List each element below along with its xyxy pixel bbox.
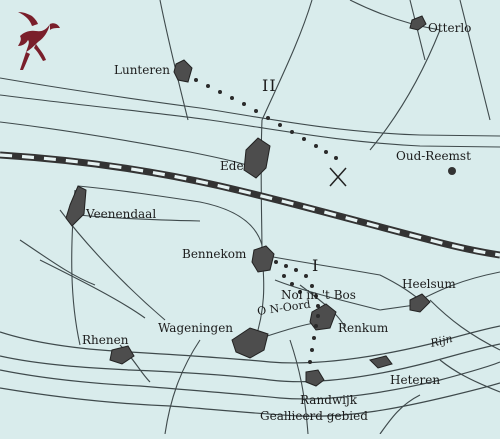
town-heelsum-shape [409, 293, 431, 313]
town-lunteren-shape [173, 59, 193, 83]
town-label-rhenen: Rhenen [82, 333, 129, 347]
river-rhine [0, 325, 500, 435]
town-veenendaal-shape [65, 185, 87, 227]
town-label-heteren: Heteren [390, 373, 441, 387]
town-rhenen-shape [109, 345, 135, 365]
town-label-ede: Ede [220, 159, 244, 173]
railway-line [0, 151, 500, 259]
town-label-otterlo: Otterlo [428, 21, 472, 35]
territory-label: Geallieerd gebied [260, 409, 368, 423]
town-label-veenendaal: Veenendaal [86, 207, 157, 221]
pegasus-icon [18, 12, 60, 70]
town-label-oud-reemst: Oud-Reemst [396, 149, 471, 163]
town-label-lunteren: Lunteren [114, 63, 170, 77]
town-label-randwijk: Randwijk [300, 393, 357, 407]
town-renkum-shape [309, 303, 337, 331]
zone-label-i: I [312, 256, 320, 275]
town-ede-shape [243, 137, 271, 179]
oud-reemst-point [448, 167, 456, 175]
place-label-nol-in-bos: Nol in 't Bos [281, 288, 356, 302]
town-randwijk-shape [305, 369, 325, 387]
town-shapes [65, 15, 431, 387]
town-bennekom-shape [251, 245, 275, 273]
town-label-bennekom: Bennekom [182, 247, 247, 261]
town-otterlo-shape [409, 15, 427, 31]
town-label-heelsum: Heelsum [402, 277, 456, 291]
town-label-renkum: Renkum [338, 321, 389, 335]
town-label-wageningen: Wageningen [158, 321, 234, 335]
dotted-route-i [274, 260, 320, 364]
town-wageningen-shape [231, 327, 269, 359]
dotted-route-ii [194, 78, 338, 160]
zone-label-ii: II [262, 76, 277, 95]
town-heteren-shape [369, 355, 393, 369]
drop-zone-x-icon [329, 167, 347, 187]
